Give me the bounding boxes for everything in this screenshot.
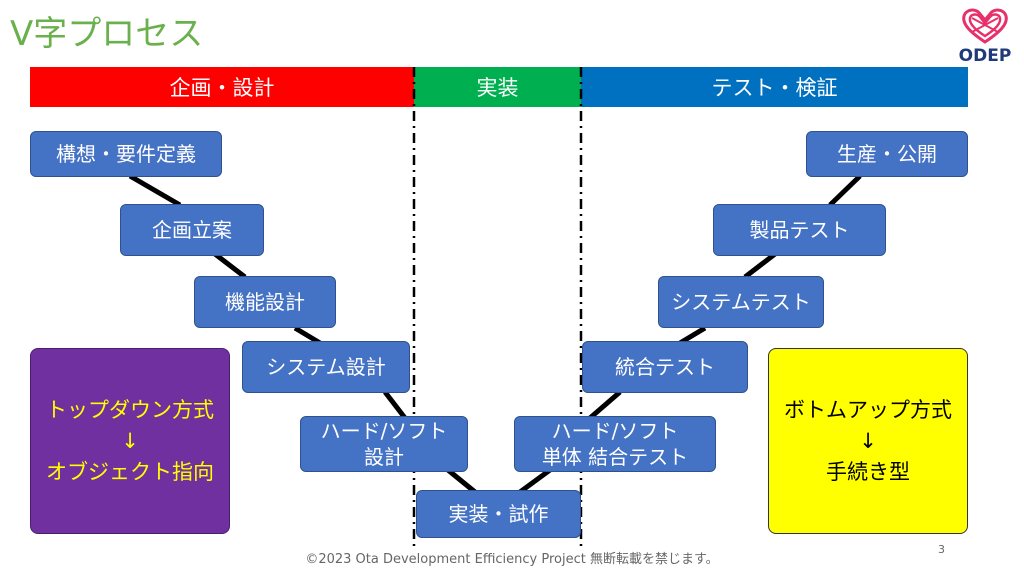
- step-hw-sw-design-line2: 設計: [364, 445, 404, 469]
- connector-line: [588, 390, 622, 420]
- step-integration-test-label: 統合テスト: [615, 355, 715, 379]
- method-bottom-up-line3: 手続き型: [826, 459, 910, 484]
- phase-implementation: 実装: [414, 67, 581, 107]
- step-planning: 企画立案: [120, 204, 264, 256]
- step-hw-sw-test-line1: ハード/ソフト: [551, 419, 679, 443]
- step-concept: 構想・要件定義: [30, 131, 222, 177]
- phase-design-label: 企画・設計: [169, 76, 275, 100]
- step-product-test-label: 製品テスト: [749, 218, 850, 242]
- connector-line: [383, 390, 407, 420]
- step-system-test: システムテスト: [658, 276, 824, 328]
- page-title: V字プロセス: [10, 14, 204, 54]
- phase-testing-label: テスト・検証: [711, 76, 838, 100]
- connector-line: [518, 467, 552, 495]
- step-product-test: 製品テスト: [713, 204, 886, 256]
- step-system-design-label: システム設計: [266, 355, 386, 379]
- page-number: 3: [938, 543, 945, 556]
- phase-implementation-label: 実装: [476, 76, 519, 100]
- step-release: 生産・公開: [806, 131, 968, 177]
- step-system-design: システム設計: [242, 341, 410, 393]
- step-function-design-label: 機能設計: [225, 290, 305, 314]
- method-top-down-line3: オブジェクト指向: [46, 459, 214, 484]
- connector-line: [293, 325, 322, 346]
- connector-line: [446, 468, 477, 494]
- step-implementation: 実装・試作: [416, 490, 581, 538]
- method-top-down-line1: トップダウン方式: [46, 397, 214, 422]
- connector-line: [828, 174, 862, 207]
- connector-line: [678, 325, 707, 346]
- step-system-test-label: システムテスト: [671, 290, 811, 314]
- heart-logo-icon: [962, 8, 1008, 44]
- method-bottom-up-line1: ボトムアップ方式: [784, 397, 952, 422]
- odep-logo: ODEP: [950, 6, 1020, 70]
- step-hw-sw-test: ハード/ソフト 単体 結合テスト: [514, 416, 716, 472]
- step-function-design: 機能設計: [194, 276, 336, 328]
- connector-line: [213, 252, 247, 279]
- step-integration-test: 統合テスト: [582, 341, 748, 393]
- step-concept-label: 構想・要件定義: [56, 142, 196, 166]
- step-implementation-label: 実装・試作: [448, 502, 549, 526]
- down-arrow-icon: ↓: [121, 428, 139, 453]
- method-top-down: トップダウン方式 ↓ オブジェクト指向: [30, 348, 230, 534]
- step-hw-sw-test-line2: 単体 結合テスト: [541, 445, 689, 469]
- connector-line: [128, 173, 182, 208]
- step-hw-sw-design-line1: ハード/ソフト: [320, 419, 448, 443]
- step-release-label: 生産・公開: [837, 142, 937, 166]
- down-arrow-icon: ↓: [859, 428, 877, 453]
- logo-text: ODEP: [958, 46, 1012, 66]
- phase-design: 企画・設計: [30, 67, 414, 107]
- connector-line: [743, 252, 777, 279]
- step-planning-label: 企画立案: [152, 218, 232, 242]
- copyright-footer: ©2023 Ota Development Efficiency Project…: [305, 552, 719, 567]
- method-bottom-up: ボトムアップ方式 ↓ 手続き型: [768, 348, 968, 534]
- phase-testing: テスト・検証: [581, 67, 968, 107]
- step-hw-sw-design: ハード/ソフト 設計: [300, 416, 468, 472]
